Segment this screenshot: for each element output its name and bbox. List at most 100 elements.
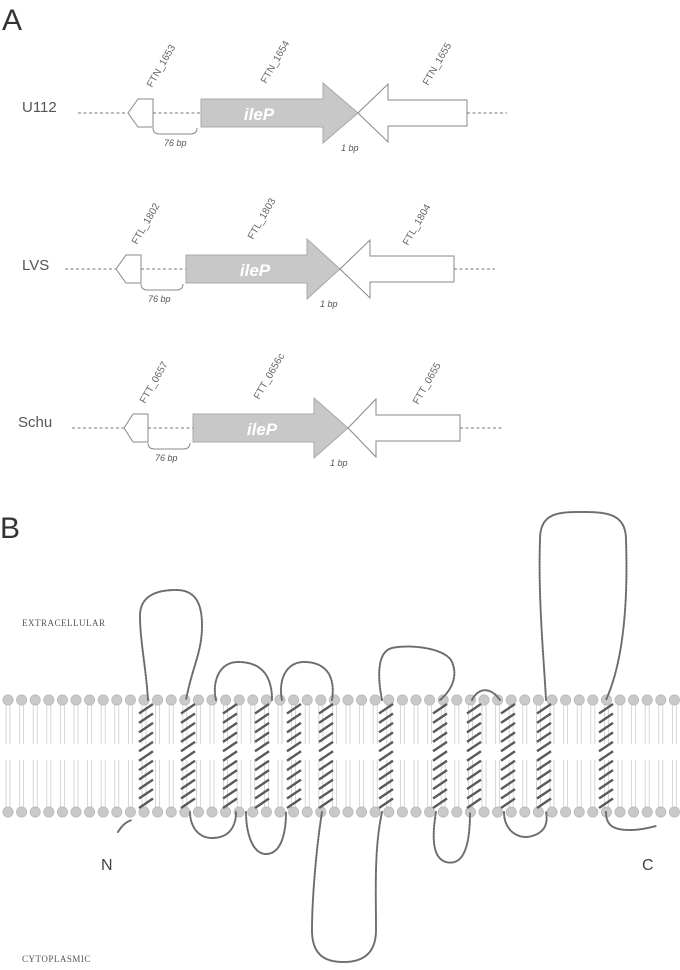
ileP-gene-arrow bbox=[200, 81, 359, 145]
gap-left-label: 76 bp bbox=[164, 138, 187, 148]
center-locus-tag: FTN_1654 bbox=[259, 39, 292, 86]
lipid-head bbox=[16, 806, 28, 818]
left-neighbor-gene-arrow bbox=[123, 413, 149, 443]
lipid-head bbox=[546, 806, 558, 818]
extracellular-loop-4 bbox=[378, 645, 456, 701]
cytoplasmic-label: CYTOPLASMIC bbox=[22, 954, 91, 964]
lipid-head bbox=[56, 694, 68, 706]
extracellular-label: EXTRACELLULAR bbox=[22, 618, 106, 628]
lipid-head bbox=[668, 694, 680, 706]
lipid-head bbox=[478, 694, 490, 706]
lipid-head bbox=[97, 694, 109, 706]
locus-row-schu: Schu ileP FTT_0657 FTT_0656c FTT_0655 76… bbox=[18, 352, 502, 468]
lipid-head bbox=[383, 806, 395, 818]
lipid-head bbox=[111, 694, 123, 706]
extracellular-loop-1 bbox=[138, 588, 204, 701]
transmembrane-helix bbox=[138, 703, 154, 809]
lipid-head bbox=[152, 694, 164, 706]
lipid-head bbox=[70, 806, 82, 818]
lipid-head bbox=[43, 694, 55, 706]
cytoplasmic-loop-4 bbox=[432, 811, 471, 864]
left-locus-tag: FTL_1802 bbox=[130, 201, 163, 246]
lipid-head bbox=[84, 694, 96, 706]
lipid-head bbox=[260, 694, 272, 706]
cytoplasmic-loop-2 bbox=[245, 811, 287, 856]
lipid-head bbox=[614, 806, 626, 818]
transmembrane-helix bbox=[432, 703, 448, 809]
lipid-head bbox=[573, 694, 585, 706]
lipid-head bbox=[315, 694, 327, 706]
lipid-head bbox=[2, 694, 14, 706]
transmembrane-helices bbox=[138, 703, 614, 809]
left-neighbor-gene-arrow bbox=[127, 98, 154, 128]
lipid-head bbox=[396, 806, 408, 818]
lipid-head bbox=[396, 694, 408, 706]
lipid-head bbox=[70, 694, 82, 706]
lipid-head bbox=[573, 806, 585, 818]
lipid-head bbox=[97, 806, 109, 818]
lipid-head bbox=[124, 694, 136, 706]
panel-a: A U112 ileP FTN_1653 FTN_1654 FTN_1655 7… bbox=[2, 4, 507, 468]
lipid-head bbox=[342, 694, 354, 706]
lipid-head bbox=[519, 694, 531, 706]
transmembrane-helix bbox=[598, 703, 614, 809]
right-locus-tag: FTN_1655 bbox=[421, 41, 454, 88]
extracellular-loop-6 bbox=[538, 510, 628, 701]
locus-row-lvs: LVS ileP FTL_1802 FTL_1803 FTL_1804 76 b… bbox=[22, 196, 495, 309]
right-locus-tag: FTL_1804 bbox=[401, 202, 434, 247]
lipid-head bbox=[274, 806, 286, 818]
lipid-head bbox=[369, 806, 381, 818]
lipid-head bbox=[342, 806, 354, 818]
strain-label: Schu bbox=[18, 414, 52, 431]
cytoplasmic-loop-5 bbox=[503, 811, 548, 838]
gap-right-label: 1 bp bbox=[330, 458, 348, 468]
lipid-head bbox=[668, 806, 680, 818]
lipid-head bbox=[478, 806, 490, 818]
lipid-head bbox=[56, 806, 68, 818]
lipid-head bbox=[328, 806, 340, 818]
lipid-head bbox=[152, 806, 164, 818]
lipid-head bbox=[179, 806, 191, 818]
c-terminal-tail bbox=[605, 811, 657, 832]
lipid-head bbox=[220, 694, 232, 706]
lipid-head bbox=[138, 806, 150, 818]
lipid-head bbox=[2, 806, 14, 818]
cytoplasmic-loop-1 bbox=[189, 811, 237, 840]
gap-brace bbox=[140, 283, 184, 291]
lipid-head bbox=[301, 806, 313, 818]
extracellular-loop-2 bbox=[213, 660, 273, 701]
lipid-head bbox=[29, 806, 41, 818]
right-neighbor-gene-arrow bbox=[357, 82, 468, 144]
right-neighbor-gene-arrow bbox=[347, 397, 461, 459]
c-terminus-label: C bbox=[642, 857, 654, 874]
transmembrane-helix bbox=[318, 703, 334, 809]
lipid-head bbox=[451, 694, 463, 706]
lipid-head bbox=[410, 694, 422, 706]
lipid-head bbox=[587, 806, 599, 818]
ileP-gene-label: ileP bbox=[247, 420, 278, 439]
lipid-head bbox=[233, 694, 245, 706]
strain-label: U112 bbox=[22, 99, 57, 116]
lipid-head bbox=[260, 806, 272, 818]
transmembrane-helix bbox=[536, 703, 552, 809]
lipid-head bbox=[111, 806, 123, 818]
center-locus-tag: FTT_0656c bbox=[252, 352, 287, 402]
topology-backbone bbox=[117, 510, 657, 964]
lipid-head bbox=[546, 694, 558, 706]
right-locus-tag: FTT_0655 bbox=[411, 361, 444, 407]
transmembrane-helix bbox=[254, 703, 270, 809]
extracellular-loop-5 bbox=[471, 689, 501, 701]
left-locus-tag: FTT_0657 bbox=[138, 360, 171, 406]
n-terminal-tail bbox=[117, 819, 133, 833]
lipid-head bbox=[179, 694, 191, 706]
lipid-head bbox=[16, 694, 28, 706]
lipid-head bbox=[628, 694, 640, 706]
lipid-head bbox=[655, 806, 667, 818]
lipid-head bbox=[165, 694, 177, 706]
lipid-head bbox=[492, 806, 504, 818]
lipid-head bbox=[451, 806, 463, 818]
ileP-gene-label: ileP bbox=[240, 261, 271, 280]
lipid-head bbox=[124, 806, 136, 818]
lipid-head bbox=[560, 694, 572, 706]
lipid-head bbox=[247, 806, 259, 818]
